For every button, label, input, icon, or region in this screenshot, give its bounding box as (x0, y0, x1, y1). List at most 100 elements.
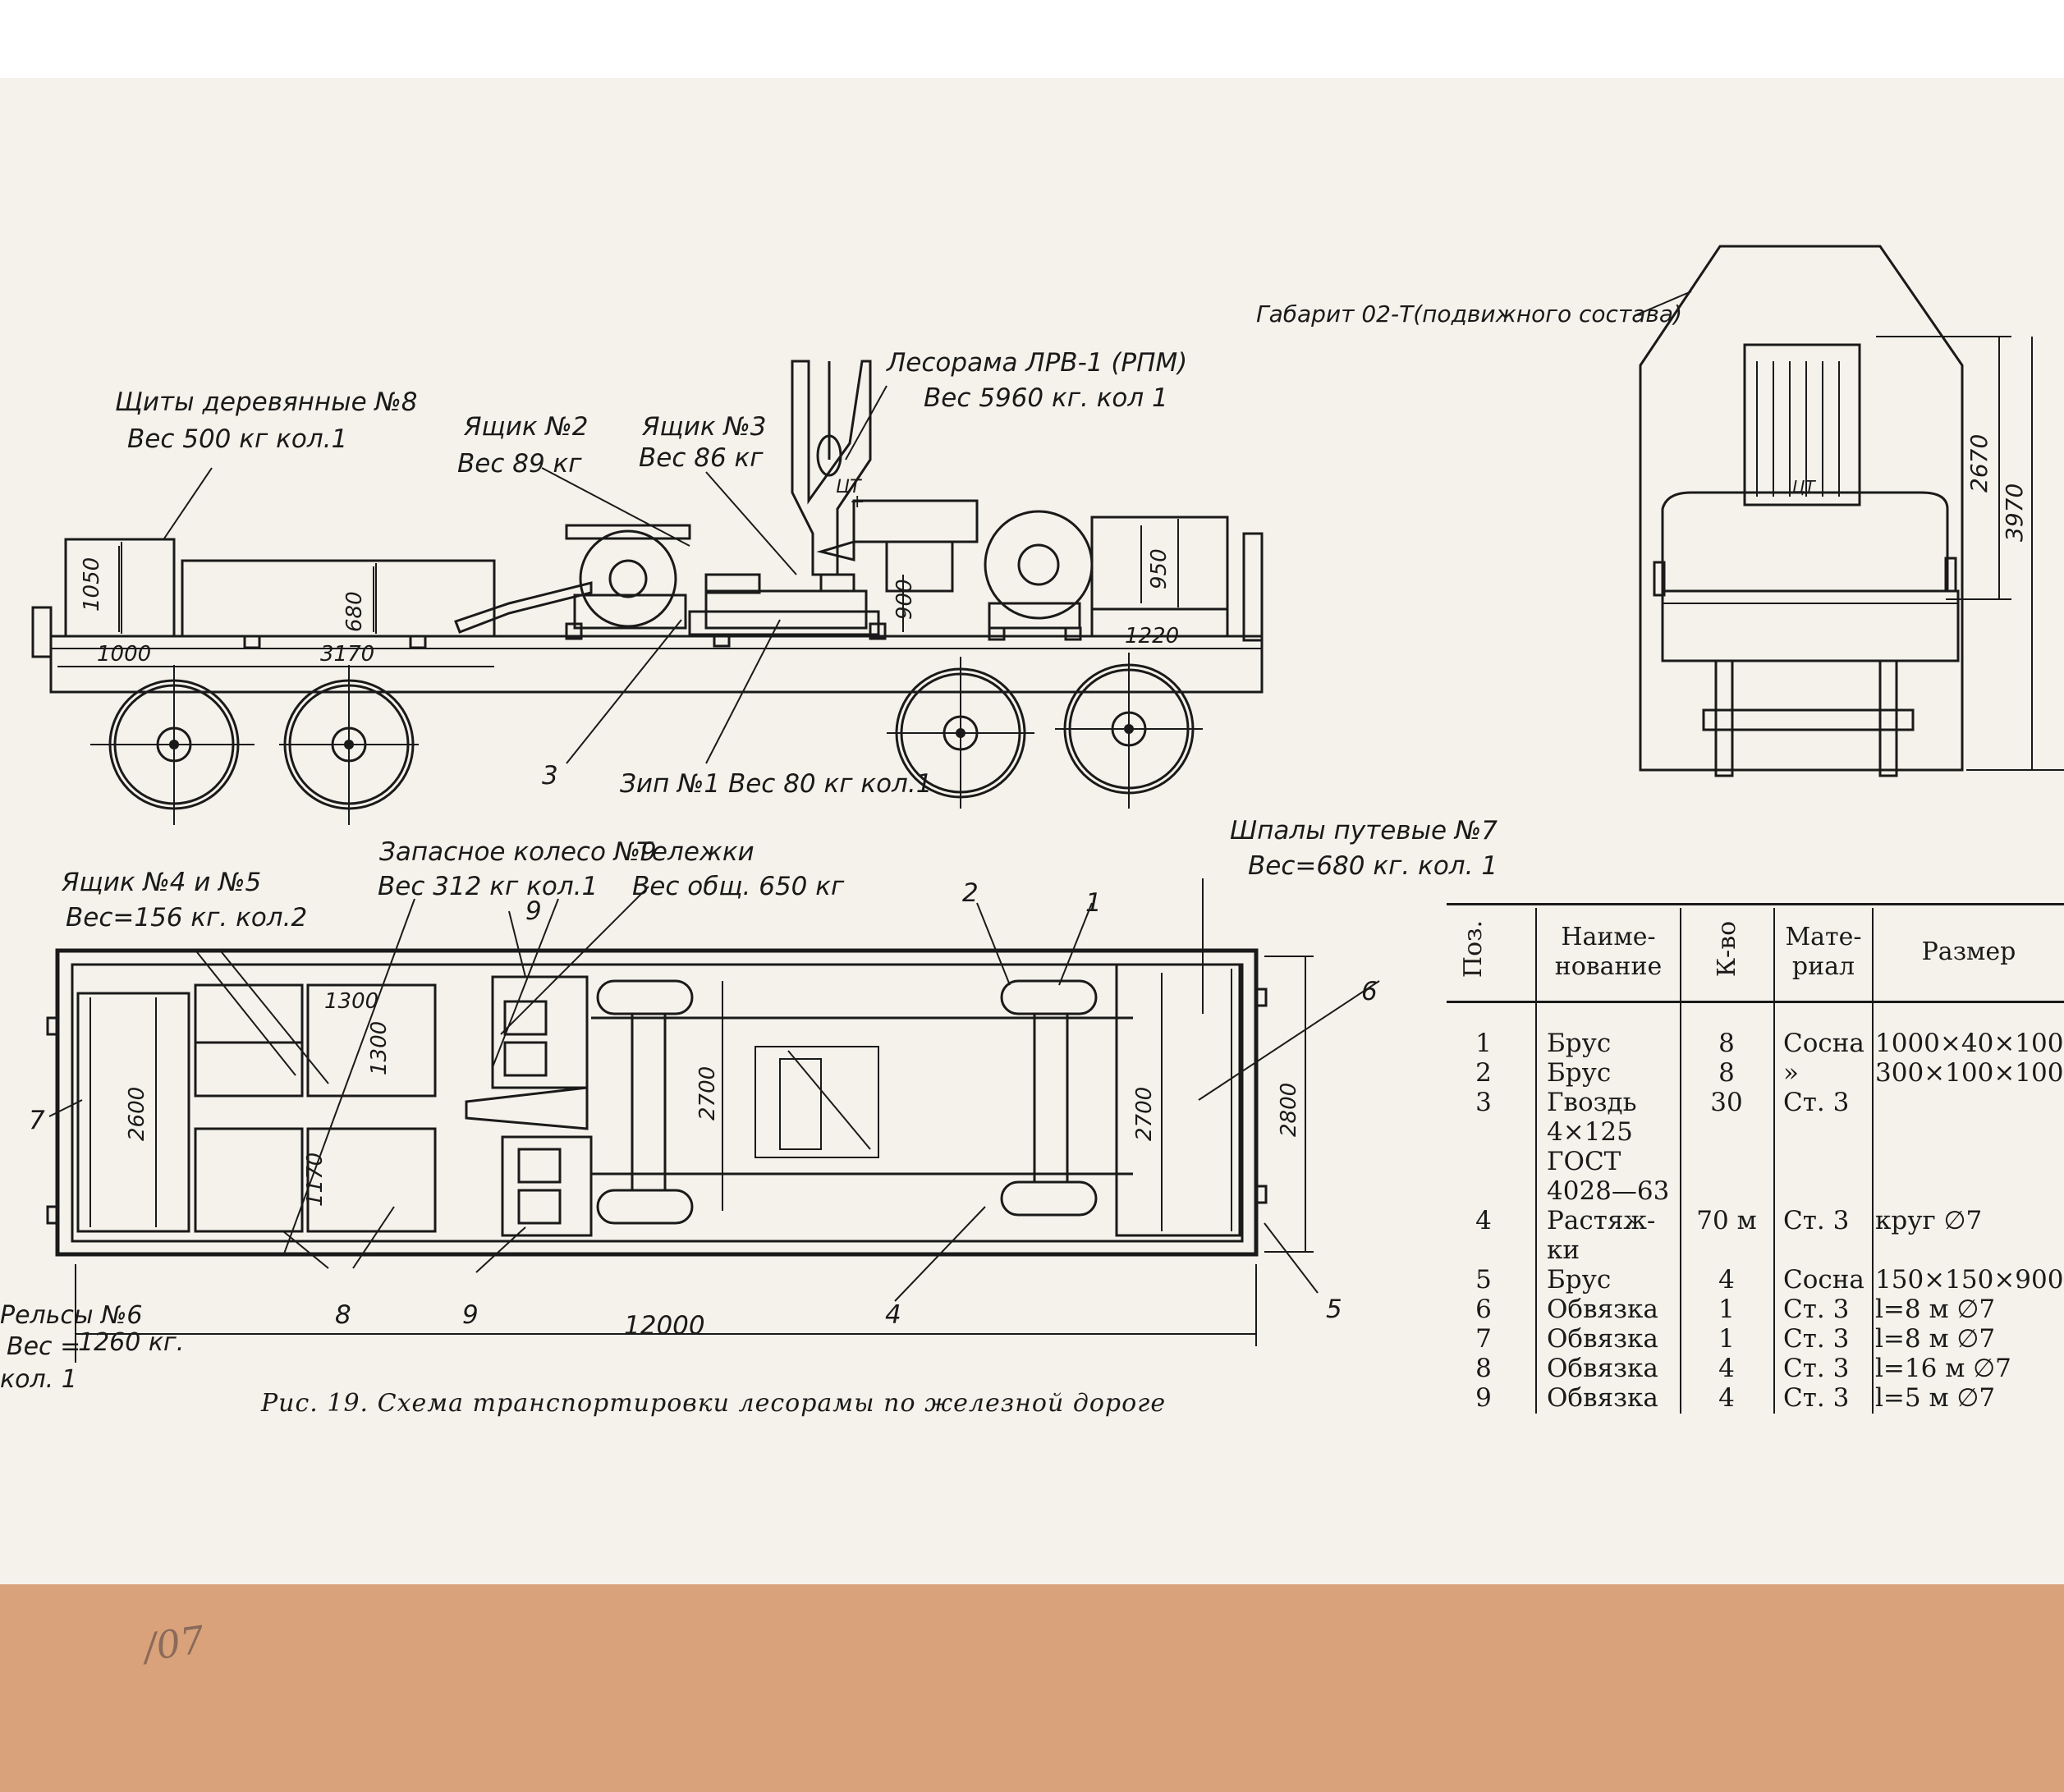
label-rails: Рельсы №6 (0, 1301, 142, 1330)
cell-name: Брус (1547, 1265, 1612, 1295)
label-crate-2: Ящик №2 (463, 412, 588, 442)
loading-gauge-view: ЦТ 2670 3970 Габарит 02-Т(подвижного сос… (1256, 245, 2064, 777)
wooden-shields-stack-2 (181, 559, 496, 638)
gauge-centre-of-gravity: ЦТ (1792, 477, 1817, 497)
label-spare-parts-kit: Зип №1 Вес 80 кг кол.1 (620, 769, 932, 799)
railcar-wheels (90, 653, 1203, 825)
label-crates-4-5-weight: Вес=156 кг. кол.2 (66, 903, 307, 933)
wooden-shields-stack-1 (64, 538, 176, 638)
label-loading-gauge: Габарит 02-Т(подвижного состава) (1256, 300, 1682, 328)
loading-gauge-outline (1639, 245, 1964, 772)
dim-2700-right: 2700 (1132, 1087, 1157, 1141)
cell-name: Брус (1547, 1058, 1612, 1088)
cell-material: Ст. 3 (1783, 1295, 1850, 1324)
dim-1300-vertical: 1300 (367, 1021, 392, 1075)
cell-material: Сосна (1783, 1029, 1864, 1058)
cell-quantity: 4 (1718, 1383, 1735, 1413)
cell-material: Ст. 3 (1783, 1354, 1850, 1383)
position-1: 1 (1085, 888, 1102, 918)
bogie-front-bottom (596, 1189, 694, 1225)
label-bogies: Тележки (636, 837, 755, 867)
machine-body-section (1661, 491, 1949, 593)
cell-size: l=16 м ∅7 (1875, 1354, 2011, 1383)
page-edge-background: /07 (0, 1584, 2064, 1792)
rails-stack (1115, 963, 1241, 1237)
dim-2800: 2800 (1277, 1083, 1301, 1137)
header-material: Мате- риал (1785, 923, 1862, 981)
lashing-leaders (48, 878, 1380, 1302)
dim-1300-horizontal: 1300 (324, 989, 378, 1014)
cell-quantity: 30 (1710, 1088, 1743, 1117)
crate-2-roller (579, 529, 677, 628)
cell-name: Обвязка (1547, 1383, 1658, 1413)
table-header-rule (1447, 1001, 2064, 1003)
header-position: Поз. (1459, 919, 1488, 978)
cell-position: 1 (1475, 1029, 1492, 1058)
cell-name: Растяж-ки (1547, 1206, 1656, 1265)
label-crate-3: Ящик №3 (641, 412, 766, 442)
position-6: 6 (1361, 977, 1378, 1006)
cell-position: 2 (1475, 1058, 1492, 1088)
sleepers-stack (76, 992, 190, 1233)
plan-view: Ящик №4 и №5 Вес=156 кг. кол.2 Запасное … (0, 816, 1498, 1394)
cell-size: 150×150×900 (1875, 1265, 2064, 1295)
position-9-top: 9 (525, 896, 542, 926)
label-sawframe: Лесорама ЛРВ-1 (РПМ) (886, 348, 1187, 378)
table-column-rule (1872, 908, 1874, 1414)
header-size: Размер (1921, 937, 2016, 966)
cell-material: Ст. 3 (1783, 1324, 1850, 1354)
table-column-rule (1535, 908, 1537, 1414)
label-wooden-shields-weight: Вес 500 кг кол.1 (127, 424, 347, 454)
label-crate-2-weight: Вес 89 кг (457, 449, 582, 479)
sawframe-lrv1 (791, 360, 872, 576)
centre-of-gravity-mark: ЦТ (836, 477, 862, 497)
cell-position: 6 (1475, 1295, 1492, 1324)
cell-position: 9 (1475, 1383, 1492, 1413)
position-9-bottom: 9 (462, 1300, 479, 1330)
dim-12000: 12000 (624, 1311, 705, 1341)
cell-material: » (1783, 1058, 1799, 1088)
side-view: ЦТ + Щиты деревянные №8 Вес 500 кг кол.1… (31, 348, 1264, 825)
cell-size: l=8 м ∅7 (1875, 1324, 1996, 1354)
cell-quantity: 1 (1718, 1324, 1735, 1354)
dim-2670: 2670 (1965, 434, 1993, 493)
label-spare-wheel: Запасное колесо №9 (379, 837, 657, 867)
cell-quantity: 70 м (1696, 1206, 1757, 1235)
label-wooden-shields: Щиты деревянные №8 (115, 387, 418, 417)
dim-900: 900 (892, 579, 917, 620)
cell-material: Сосна (1783, 1265, 1864, 1295)
table-column-rule (1773, 908, 1775, 1414)
cell-size: l=5 м ∅7 (1875, 1383, 1996, 1413)
sawframe-plan (755, 1046, 879, 1158)
cell-position: 3 (1475, 1088, 1492, 1117)
dim-3170: 3170 (320, 642, 374, 667)
dim-680: 680 (342, 591, 367, 632)
figure-caption: Рис. 19. Схема транспортировки лесорамы … (261, 1389, 1167, 1418)
label-spare-wheel-weight: Вес 312 кг кол.1 (378, 872, 598, 901)
spare-wheel-box (306, 983, 437, 1098)
dim-1000: 1000 (97, 642, 151, 667)
cell-quantity: 1 (1718, 1295, 1735, 1324)
cell-name: Обвязка (1547, 1295, 1658, 1324)
cell-name: Брус (1547, 1029, 1612, 1058)
table-top-rule (1447, 903, 2064, 905)
dim-1220: 1220 (1125, 624, 1179, 649)
cell-material: Ст. 3 (1783, 1206, 1850, 1235)
svg-text:+: + (850, 492, 865, 512)
label-sleepers: Шпалы путевые №7 (1230, 816, 1498, 846)
label-sleepers-weight: Вес=680 кг. кол. 1 (1248, 851, 1498, 881)
dim-950: 950 (1147, 548, 1172, 589)
dim-2700-centre: 2700 (695, 1066, 720, 1121)
header-quantity: К-во (1713, 920, 1741, 978)
label-sawframe-weight: Вес 5960 кг. кол 1 (924, 383, 1168, 413)
cell-name: Обвязка (1547, 1324, 1658, 1354)
cell-quantity: 4 (1718, 1265, 1735, 1295)
cell-name: Обвязка (1547, 1354, 1658, 1383)
cell-position: 5 (1475, 1265, 1492, 1295)
label-rails-weight-prefix: Вес = (7, 1332, 80, 1361)
railcar-deck (49, 635, 1264, 694)
bogie-rear-top (1000, 979, 1098, 1015)
dim-2600: 2600 (125, 1087, 149, 1141)
cell-material: Ст. 3 (1783, 1383, 1850, 1413)
